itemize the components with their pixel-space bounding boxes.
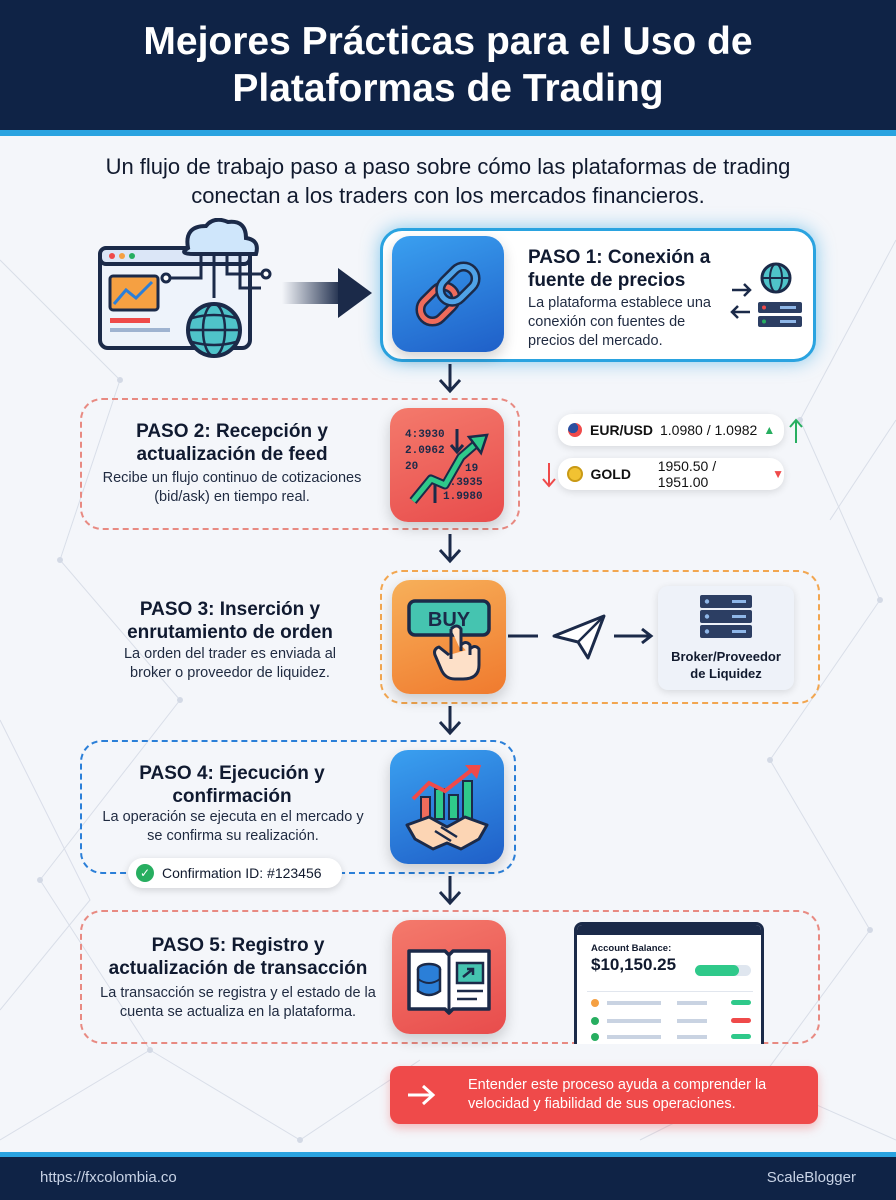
transaction-row	[591, 1017, 751, 1025]
feed-number: 1.9980	[443, 491, 483, 503]
arrow-down-icon	[438, 534, 462, 564]
arrow-up-green-icon	[789, 418, 803, 443]
quote-price: 1950.50 / 1951.00	[657, 458, 717, 490]
step-5-card	[80, 910, 820, 1044]
page-title: Mejores Prácticas para el Uso de Platafo…	[143, 20, 753, 110]
callout-text: Entender este proceso ayuda a comprender…	[468, 1077, 767, 1112]
us-flag-icon	[568, 423, 582, 437]
gold-coin-icon	[567, 466, 583, 482]
quote-pair: EUR/USD	[590, 422, 654, 438]
server-stack-icon	[700, 595, 752, 638]
arrow-right-icon	[408, 1084, 436, 1106]
step-3-title: PASO 3: Inserción y enrutamiento de orde…	[127, 599, 333, 643]
step-4-description: La operación se ejecuta en el mercado y …	[102, 809, 364, 844]
feed-number: 4:3930	[405, 429, 445, 441]
callout-banner: Entender este proceso ayuda a comprender…	[390, 1066, 818, 1124]
account-balance-value: $10,150.25	[591, 955, 677, 974]
buy-button-hand-icon: BUY	[407, 599, 491, 681]
quote-row-eurusd: EUR/USD 1.0980 / 1.0982 ▲	[558, 414, 784, 446]
quote-price: 1.0980 / 1.0982	[660, 422, 758, 438]
down-triangle-icon: ▼	[772, 467, 784, 481]
step-4-icon-tile	[390, 750, 504, 864]
step-5-title: PASO 5: Registro y actualización de tran…	[108, 935, 368, 979]
flow-arrow-icon	[282, 268, 372, 318]
globe-server-icon	[730, 262, 802, 327]
broker-card: Broker/Proveedor de Liquidez	[658, 586, 794, 690]
broker-label: Broker/Proveedor de Liquidez	[671, 649, 781, 681]
step-3-card	[380, 570, 820, 704]
balance-bar	[695, 965, 751, 976]
account-balance-label: Account Balance:	[591, 943, 672, 954]
up-triangle-icon: ▲	[763, 423, 776, 437]
footer-url[interactable]: https://fxcolombia.co	[40, 1169, 177, 1186]
step-1-description: La plataforma establece una conexión con…	[528, 295, 711, 349]
feed-number: 2.0962	[405, 445, 445, 457]
step-5-icon-tile	[392, 920, 506, 1034]
quote-row-gold: GOLD 1950.50 / 1951.00 ▼	[558, 458, 784, 490]
send-plane-icon	[508, 614, 654, 660]
account-panel-titlebar	[577, 925, 761, 935]
account-panel: Account Balance: $10,150.25	[574, 922, 764, 1044]
step-4-title: PASO 4: Ejecución y confirmación	[139, 763, 325, 807]
confirmation-badge: ✓ Confirmation ID: #123456	[128, 858, 342, 888]
feed-number: 19	[465, 463, 478, 475]
arrow-down-red-icon	[542, 463, 556, 488]
price-feed-icon: 4:3930 2.0962 20 19 1.3935 1.9980	[405, 429, 489, 504]
confirmation-id: Confirmation ID: #123456	[162, 865, 322, 881]
arrow-down-icon	[438, 706, 462, 736]
transaction-row	[591, 999, 751, 1007]
step-2-description: Recibe un flujo continuo de cotizaciones…	[102, 470, 362, 505]
step-5-description: La transacción se registra y el estado d…	[100, 985, 376, 1020]
ledger-book-icon	[407, 949, 491, 1015]
step-2-card	[80, 398, 520, 530]
step-1-title: PASO 1: Conexión a fuente de precios	[528, 247, 711, 291]
page-subtitle: Un flujo de trabajo paso a paso sobre có…	[105, 154, 791, 208]
page-header: Mejores Prácticas para el Uso de Platafo…	[0, 0, 896, 136]
platform-cloud-illustration	[98, 218, 272, 358]
step-3-icon-tile: BUY	[392, 580, 506, 694]
check-circle-icon: ✓	[136, 864, 154, 882]
step-3-description: La orden del trader es enviada al broker…	[123, 646, 336, 681]
feed-number: 20	[405, 461, 418, 473]
transaction-row	[591, 1033, 751, 1041]
handshake-chart-icon	[405, 765, 489, 851]
page-footer: https://fxcolombia.co ScaleBlogger	[0, 1152, 896, 1200]
arrow-down-icon	[438, 364, 462, 394]
footer-brand: ScaleBlogger	[766, 1169, 856, 1186]
step-2-icon-tile: 4:3930 2.0962 20 19 1.3935 1.9980	[390, 408, 504, 522]
step-1-icon-tile	[392, 236, 504, 352]
step-2-title: PASO 2: Recepción y actualización de fee…	[136, 421, 328, 465]
arrow-down-icon	[438, 876, 462, 906]
quote-pair: GOLD	[590, 466, 631, 482]
link-chain-icon	[415, 261, 481, 327]
buy-label: BUY	[428, 609, 471, 631]
